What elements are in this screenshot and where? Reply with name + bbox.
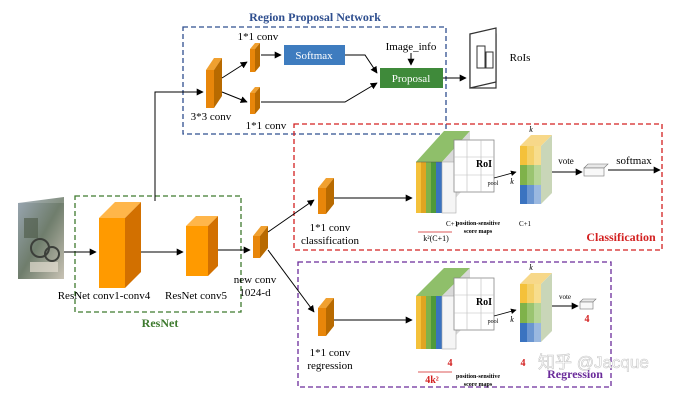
reg-four-label-3: 4 <box>585 314 590 325</box>
cls-vote-label: vote <box>558 156 574 166</box>
arrow-conv3-to-conv-bottom <box>221 91 248 103</box>
cls-psmaps-label-1: position-sensitive <box>456 221 500 227</box>
rpn-softmax-box <box>284 45 345 65</box>
rpn-conv3x3-block <box>206 58 222 108</box>
reg-pooled-cube <box>520 273 552 342</box>
regression-border <box>297 261 612 388</box>
rpn-border <box>182 26 447 135</box>
arrow-conv3-to-conv-top <box>221 61 248 79</box>
resnet-block-conv5 <box>186 216 218 276</box>
reg-psmaps-label-1: position-sensitive <box>456 374 500 380</box>
reg-roi-label: RoI <box>476 297 492 308</box>
rpn-conv-bottom-block <box>250 87 260 114</box>
cls-roi-box <box>453 139 495 193</box>
cls-psmaps-label-2: score maps <box>464 229 493 235</box>
arrow-conv-bottom-to-proposal <box>261 82 378 103</box>
resnet-border <box>74 195 242 313</box>
cls-vote-vector <box>583 163 609 177</box>
arrow-reg-pool <box>493 308 517 317</box>
reg-psmaps-label-2: score maps <box>464 382 493 388</box>
reg-four-label-1: 4 <box>448 358 453 369</box>
rpn-title: Region Proposal Network <box>249 10 381 24</box>
classification-title: Classification <box>586 230 656 244</box>
new-conv-label-1: new conv <box>234 274 277 286</box>
rpn-image-info-label: Image_info <box>386 41 437 53</box>
rpn-conv-top-block <box>250 43 260 72</box>
rpn-proposal-box <box>380 68 443 88</box>
cls-pooled-cube <box>520 135 552 204</box>
cls-softmax-label: softmax <box>616 155 652 167</box>
cls-conv-block <box>318 178 334 214</box>
rpn-softmax-label: Softmax <box>295 50 333 62</box>
cls-k2c1-label: k²(C+1) <box>423 234 449 243</box>
arrow-newconv-to-reg-conv <box>267 249 315 313</box>
rpn-proposal-label: Proposal <box>392 73 431 85</box>
rpn-conv-top-label: 1*1 conv <box>238 31 279 43</box>
arrow-softmax-to-proposal <box>345 54 378 74</box>
arrow-newconv-to-cls-conv <box>267 199 315 233</box>
watermark: 知乎 @Jacque <box>538 353 649 372</box>
rois-frame <box>469 27 497 89</box>
resnet-block-conv1-conv4 <box>99 202 141 288</box>
reg-k4-label: 4k² <box>425 375 439 386</box>
arrow-cls-pool <box>493 170 517 179</box>
reg-four-label-2: 4 <box>521 358 526 369</box>
reg-conv-label-2: regression <box>307 360 353 372</box>
reg-k-label-top: k <box>529 263 533 272</box>
rpn-conv-bottom-label: 1*1 conv <box>246 120 287 132</box>
cls-c1-label-2: C+1 <box>519 220 532 228</box>
cls-conv-label-2: classification <box>301 235 360 247</box>
reg-pool-label: pool <box>488 319 499 325</box>
reg-conv-label-1: 1*1 conv <box>310 347 351 359</box>
classification-border <box>293 123 663 251</box>
new-conv-block <box>253 226 268 258</box>
reg-roi-box <box>453 277 495 331</box>
resnet-title: ResNet <box>142 316 179 330</box>
resnet-block1-label: ResNet conv1-conv4 <box>58 290 151 302</box>
reg-k-label-side: k <box>510 315 514 324</box>
rois-label: RoIs <box>510 52 531 64</box>
arrow-resnet-to-rpn <box>154 88 204 201</box>
cls-c1-label-1: C+1 <box>446 220 459 228</box>
resnet-block2-label: ResNet conv5 <box>165 290 228 302</box>
reg-vote-label: vote <box>559 293 571 301</box>
cls-k-label-top: k <box>529 125 533 134</box>
new-conv-label-2: 1024-d <box>239 287 271 299</box>
rpn-conv3-label: 3*3 conv <box>191 111 232 123</box>
reg-conv-block <box>318 298 334 336</box>
regression-title: Regression <box>547 367 603 381</box>
cls-roi-label: RoI <box>476 159 492 170</box>
cls-k-label-side: k <box>510 177 514 186</box>
cls-conv-label-1: 1*1 conv <box>310 222 351 234</box>
reg-vote-vector <box>579 298 597 310</box>
cls-pool-label: pool <box>488 181 499 187</box>
input-image <box>18 197 64 279</box>
